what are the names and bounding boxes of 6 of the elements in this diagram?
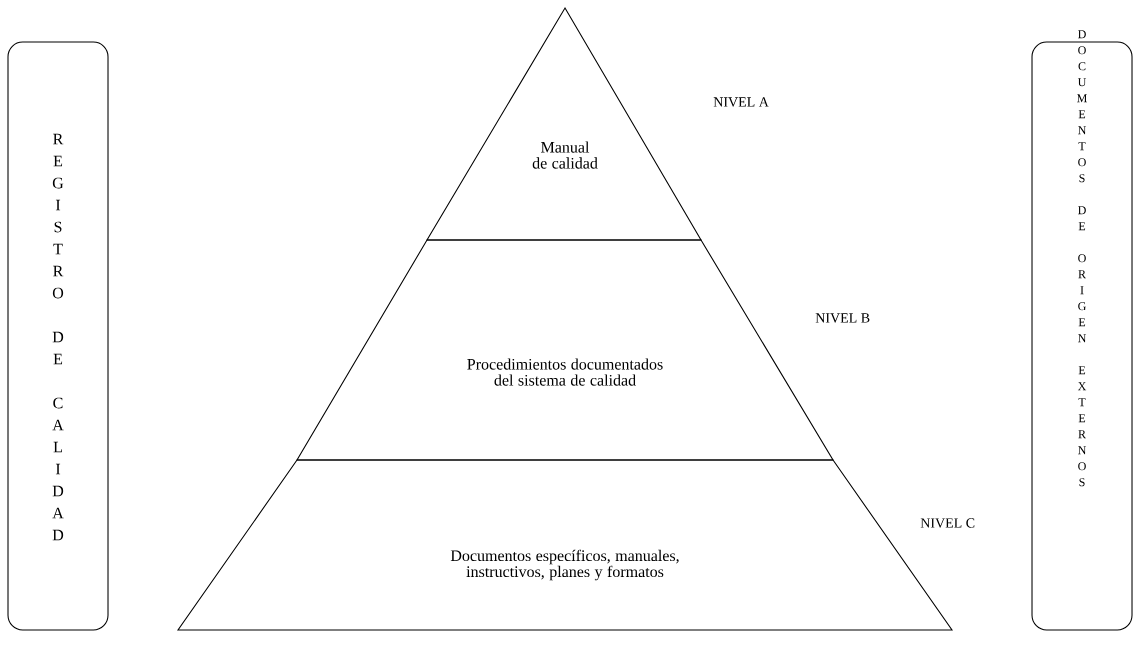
level-label: NIVEL C <box>920 518 975 528</box>
node-label: D <box>1078 30 1086 39</box>
vertical-label-box: DOCUMENTOS DE ORIGEN EXTERNOS <box>1031 30 1133 631</box>
level-label: NIVEL A <box>713 97 769 107</box>
vertical-label-box: REGISTRO DE CALIDAD <box>7 41 109 631</box>
level-label: NIVEL B <box>815 313 870 323</box>
